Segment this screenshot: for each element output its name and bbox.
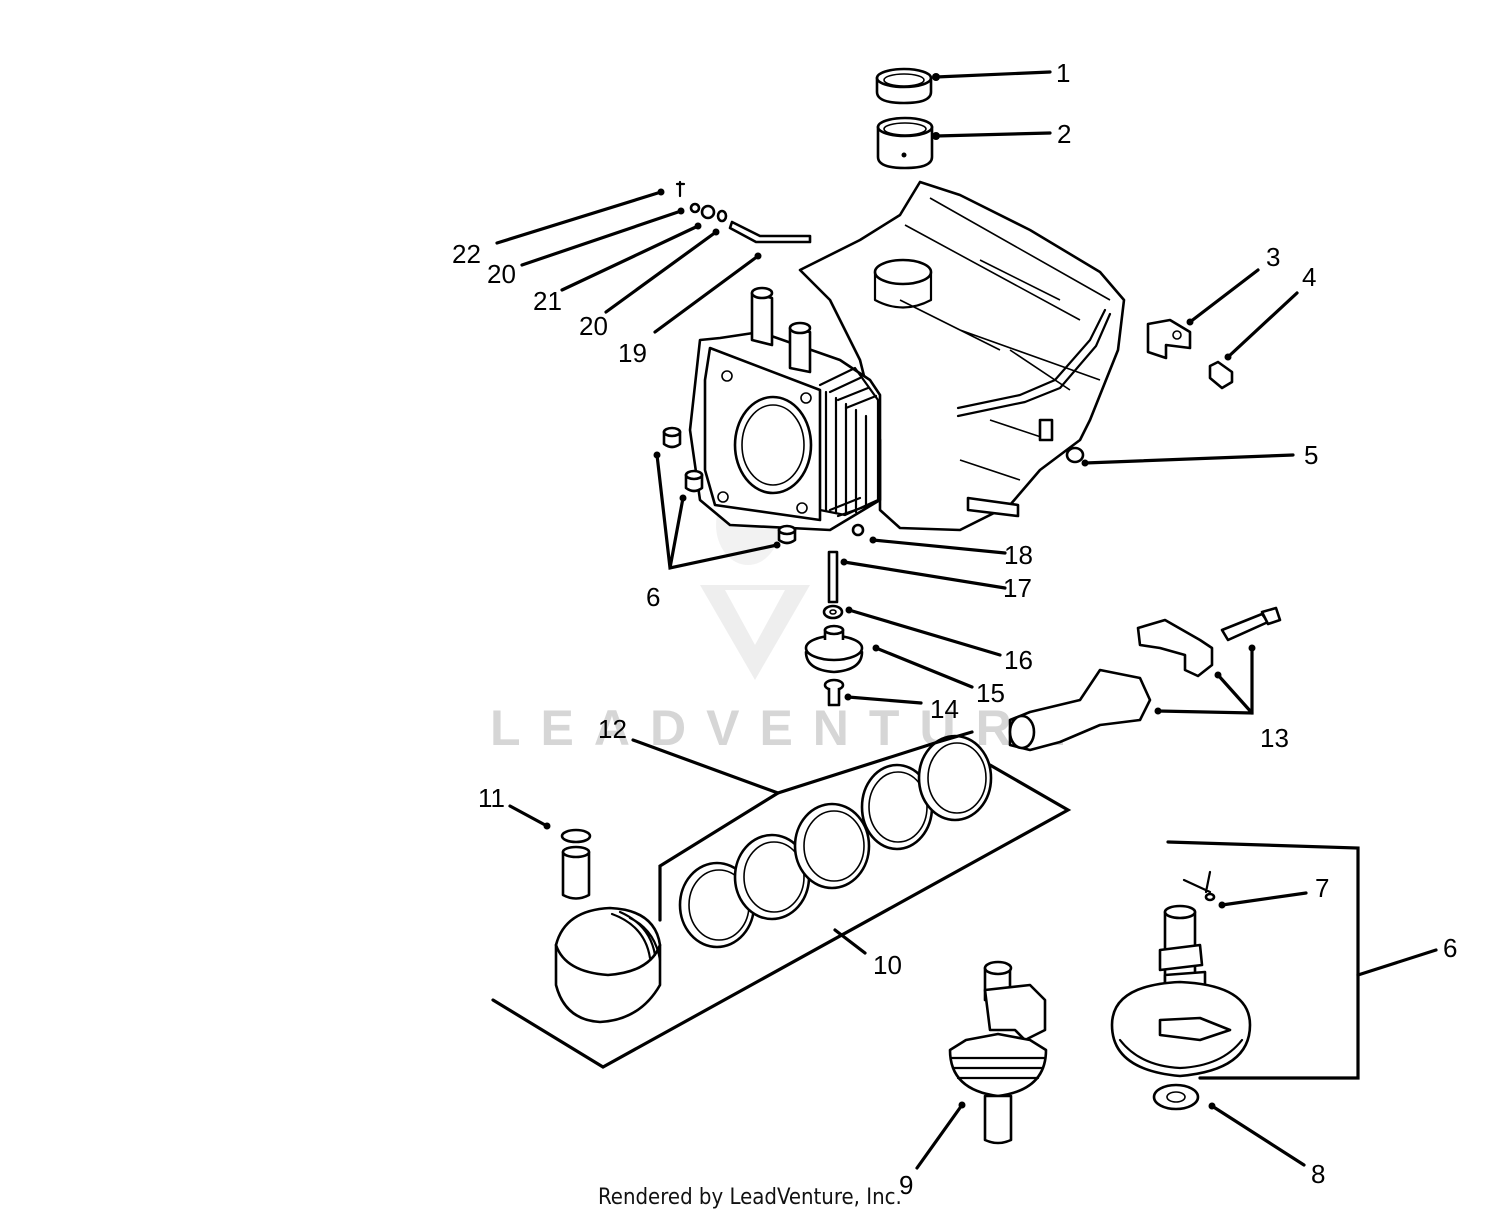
part-2-bearing-sleeve[interactable] <box>876 116 934 170</box>
callout-18[interactable]: 18 <box>1004 540 1033 570</box>
callout-16[interactable]: 16 <box>1004 645 1033 675</box>
part-12-ring-4[interactable] <box>860 763 934 851</box>
part-16-washer[interactable] <box>822 604 844 620</box>
part-9-crankshaft[interactable] <box>948 960 1048 1145</box>
callout-14[interactable]: 14 <box>930 694 959 724</box>
part-15-gear[interactable] <box>804 624 864 674</box>
watermark-text: LEADVENTURE <box>490 700 1085 756</box>
part-12-ring-5[interactable] <box>917 734 993 822</box>
callout-5[interactable]: 5 <box>1304 440 1318 470</box>
leader-dots <box>543 73 1256 1110</box>
callout-9[interactable]: 9 <box>899 1170 913 1200</box>
callout-10[interactable]: 10 <box>873 950 902 980</box>
part-13-connecting-rod[interactable] <box>1008 606 1282 752</box>
part-12-ring-3[interactable] <box>793 802 871 890</box>
part-6-dowel-a[interactable] <box>662 426 682 449</box>
callout-1[interactable]: 1 <box>1056 58 1070 88</box>
callout-8[interactable]: 8 <box>1311 1159 1325 1189</box>
part-17-shaft[interactable] <box>827 550 839 604</box>
callout-20-b[interactable]: 20 <box>579 311 608 341</box>
part-19-rod[interactable] <box>728 220 812 244</box>
part-6-camshaft[interactable] <box>1110 904 1252 1078</box>
callout-11[interactable]: 11 <box>478 783 505 813</box>
part-6-dowel-b[interactable] <box>684 469 704 493</box>
callout-21[interactable]: 21 <box>533 286 562 316</box>
callout-4[interactable]: 4 <box>1302 262 1316 292</box>
callout-6-dowels[interactable]: 6 <box>646 582 660 612</box>
leader-lines <box>491 70 1438 1170</box>
callout-3[interactable]: 3 <box>1266 242 1280 272</box>
part-18-ball[interactable] <box>851 523 865 537</box>
callout-12[interactable]: 12 <box>598 714 627 744</box>
part-10-piston[interactable] <box>554 906 662 1024</box>
part-11-piston-pin[interactable] <box>560 828 592 900</box>
part-1-bushing-ring[interactable] <box>875 67 933 105</box>
part-3-bracket[interactable] <box>1146 318 1192 360</box>
credit-text: Rendered by LeadVenture, Inc. <box>598 1185 902 1210</box>
callout-17[interactable]: 17 <box>1003 573 1032 603</box>
part-8-thrust-washer[interactable] <box>1152 1083 1200 1111</box>
part-22-pin[interactable] <box>675 180 686 198</box>
callout-19[interactable]: 19 <box>618 338 647 368</box>
callout-2[interactable]: 2 <box>1057 119 1071 149</box>
part-20-washer-b[interactable] <box>716 209 728 223</box>
part-6-dowel-c[interactable] <box>777 524 797 545</box>
callout-20-a[interactable]: 20 <box>487 259 516 289</box>
callout-7[interactable]: 7 <box>1315 873 1329 903</box>
callout-13[interactable]: 13 <box>1260 723 1289 753</box>
part-7-pin[interactable] <box>1182 870 1216 902</box>
callout-labels: 1 2 3 4 5 6 6 7 8 9 10 11 12 13 14 15 16… <box>452 58 1457 1200</box>
part-20-washer-a[interactable] <box>689 202 701 214</box>
callout-15[interactable]: 15 <box>976 678 1005 708</box>
part-4-bolt[interactable] <box>1208 360 1234 390</box>
callout-22[interactable]: 22 <box>452 239 481 269</box>
callout-6-camshaft[interactable]: 6 <box>1443 933 1457 963</box>
part-5-plug[interactable] <box>1065 446 1085 464</box>
part-21-spring[interactable] <box>700 204 716 220</box>
part-14-bolt[interactable] <box>823 678 845 707</box>
crankcase-block[interactable] <box>688 180 1126 532</box>
